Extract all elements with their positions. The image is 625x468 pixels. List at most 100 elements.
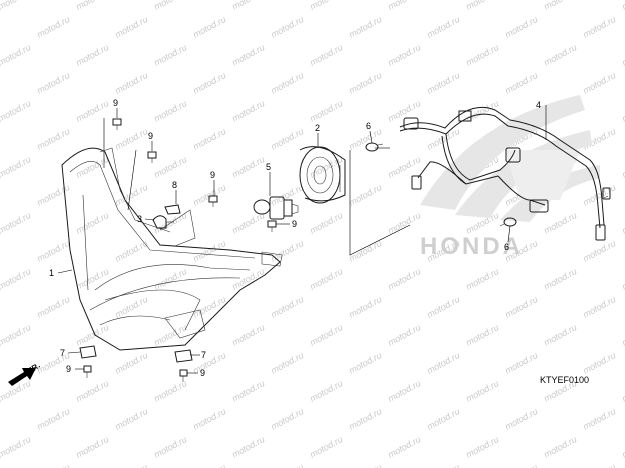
- watermark-text: motod.ru: [620, 210, 625, 236]
- watermark-text: motod.ru: [74, 266, 110, 292]
- callout-harness: 4: [536, 100, 541, 110]
- watermark-text: motod.ru: [620, 266, 625, 292]
- watermark-text: motod.ru: [74, 322, 110, 348]
- watermark-text: motod.ru: [269, 294, 305, 320]
- watermark-text: motod.ru: [464, 434, 500, 460]
- watermark-text: motod.ru: [464, 378, 500, 404]
- diagram-code: KTYEF0100: [540, 375, 589, 385]
- headlight-housing: [61, 147, 283, 351]
- callout-screw-upper: 9: [148, 131, 153, 141]
- nut-right: [174, 349, 193, 363]
- watermark-text: motod.ru: [542, 434, 578, 460]
- watermark-text: motod.ru: [581, 70, 617, 96]
- watermark-text: motod.ru: [464, 266, 500, 292]
- grommet-8: [164, 204, 181, 215]
- watermark-text: motod.ru: [542, 42, 578, 68]
- watermark-text: motod.ru: [191, 238, 227, 264]
- watermark-text: motod.ru: [464, 0, 500, 12]
- headlight-bulb: [253, 196, 299, 220]
- watermark-text: motod.ru: [230, 42, 266, 68]
- watermark-text: motod.ru: [113, 14, 149, 40]
- watermark-text: motod.ru: [581, 182, 617, 208]
- watermark-text: motod.ru: [308, 266, 344, 292]
- watermark-text: motod.ru: [581, 238, 617, 264]
- watermark-text: motod.ru: [542, 210, 578, 236]
- watermark-text: motod.ru: [308, 322, 344, 348]
- watermark-text: motod.ru: [347, 350, 383, 376]
- nut-left: [79, 345, 97, 359]
- screw-side: [267, 220, 277, 232]
- watermark-text: motod.ru: [620, 42, 625, 68]
- watermark-text: motod.ru: [0, 210, 32, 236]
- watermark-text: motod.ru: [503, 14, 539, 40]
- watermark-text: motod.ru: [113, 462, 149, 468]
- watermark-text: motod.ru: [620, 434, 625, 460]
- watermark-text: motod.ru: [152, 266, 188, 292]
- watermark-text: motod.ru: [386, 322, 422, 348]
- watermark-text: motod.ru: [152, 378, 188, 404]
- watermark-text: motod.ru: [152, 434, 188, 460]
- watermark-text: motod.ru: [35, 238, 71, 264]
- watermark-text: motod.ru: [425, 70, 461, 96]
- watermark-text: motod.ru: [74, 378, 110, 404]
- watermark-text: motod.ru: [191, 350, 227, 376]
- watermark-text: motod.ru: [386, 378, 422, 404]
- watermark-text: motod.ru: [74, 210, 110, 236]
- watermark-text: motod.ru: [230, 322, 266, 348]
- watermark-text: motod.ru: [74, 98, 110, 124]
- screw-upper: [147, 151, 157, 163]
- watermark-text: motod.ru: [425, 126, 461, 152]
- watermark-text: motod.ru: [620, 154, 625, 180]
- watermark-text: motod.ru: [542, 266, 578, 292]
- watermark-text: motod.ru: [308, 378, 344, 404]
- watermark-text: motod.ru: [35, 14, 71, 40]
- watermark-text: motod.ru: [386, 210, 422, 236]
- callout-screw-bottom-right: 9: [200, 368, 205, 378]
- callout-socket-bulb-upper: 6: [366, 121, 371, 131]
- watermark-text: motod.ru: [425, 14, 461, 40]
- screw-bottom-left: [83, 365, 92, 378]
- watermark-text: motod.ru: [269, 462, 305, 468]
- watermark-text: motod.ru: [620, 98, 625, 124]
- watermark-text: motod.ru: [581, 462, 617, 468]
- watermark-text: motod.ru: [581, 294, 617, 320]
- watermark-text: motod.ru: [269, 126, 305, 152]
- forward-direction-arrow: [8, 368, 36, 386]
- watermark-text: motod.ru: [386, 0, 422, 12]
- watermark-text: motod.ru: [386, 434, 422, 460]
- watermark-text: motod.ru: [74, 154, 110, 180]
- watermark-text: motod.ru: [0, 322, 32, 348]
- watermark-text: motod.ru: [0, 0, 32, 12]
- watermark-text: motod.ru: [503, 406, 539, 432]
- watermark-text: motod.ru: [191, 70, 227, 96]
- callout-socket-bulb-lower: 6: [504, 242, 509, 252]
- watermark-text: motod.ru: [0, 434, 32, 460]
- watermark-text: motod.ru: [308, 98, 344, 124]
- callout-bolt: 3: [137, 214, 142, 224]
- watermark-text: motod.ru: [35, 462, 71, 468]
- callout-screw-side: 9: [292, 219, 297, 229]
- watermark-text: motod.ru: [113, 350, 149, 376]
- watermark-text: motod.ru: [386, 42, 422, 68]
- watermark-text: motod.ru: [191, 14, 227, 40]
- watermark-text: motod.ru: [503, 350, 539, 376]
- watermark-text: motod.ru: [230, 378, 266, 404]
- watermark-text: motod.ru: [542, 0, 578, 12]
- watermark-text: motod.ru: [35, 70, 71, 96]
- watermark-text: motod.ru: [269, 70, 305, 96]
- watermark-text: motod.ru: [0, 98, 32, 124]
- watermark-text: motod.ru: [542, 322, 578, 348]
- watermark-text: motod.ru: [35, 294, 71, 320]
- watermark-text: motod.ru: [581, 406, 617, 432]
- watermark-text: motod.ru: [347, 70, 383, 96]
- watermark-text: motod.ru: [464, 42, 500, 68]
- watermark-text: motod.ru: [113, 406, 149, 432]
- watermark-text: motod.ru: [191, 406, 227, 432]
- callout-lamp-unit: 2: [315, 123, 320, 133]
- callout-screw-bottom-left: 9: [66, 364, 71, 374]
- watermark-text: motod.ru: [191, 182, 227, 208]
- watermark-text: motod.ru: [581, 350, 617, 376]
- watermark-text: motod.ru: [152, 322, 188, 348]
- callout-nut-right: 7: [201, 350, 206, 360]
